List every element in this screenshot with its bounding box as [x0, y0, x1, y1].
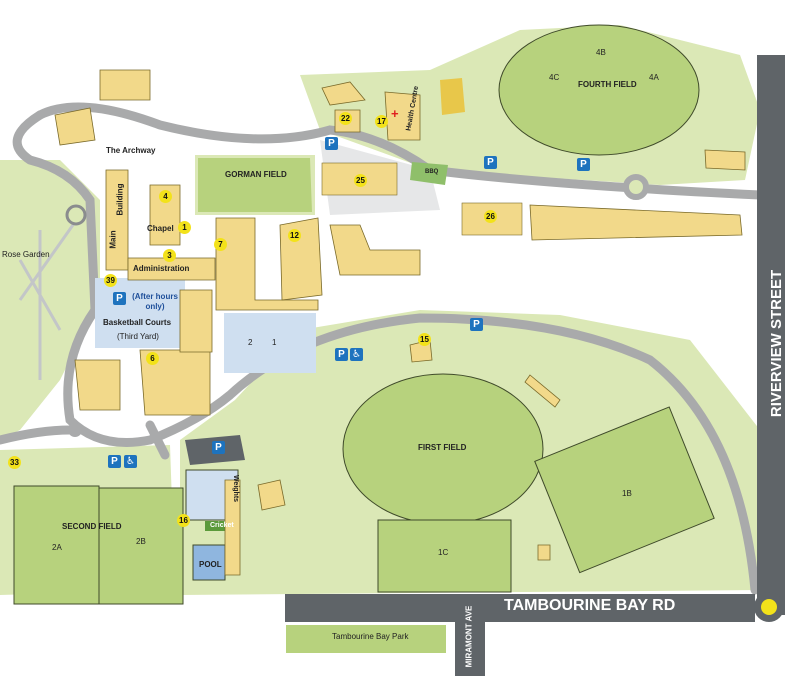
building-northwest-1 [99, 69, 151, 101]
pool-water [192, 544, 226, 581]
path-archway [145, 420, 170, 460]
parking-icon[interactable]: P [577, 158, 590, 171]
bbq-label: BBQ [425, 169, 439, 175]
marker-7[interactable]: 7 [214, 238, 227, 251]
administration-label: Administration [133, 264, 190, 273]
admin-link [127, 257, 216, 281]
road-roundabout-island [761, 599, 777, 615]
basketball-courts-label: Basketball Courts [103, 318, 172, 327]
marker-3[interactable]: 3 [163, 249, 176, 262]
parking-icon[interactable]: P [484, 156, 497, 169]
red-cross-icon: + [391, 106, 399, 121]
after-hours-label: (After hours only) [132, 292, 178, 311]
gorman-field-shape [198, 158, 312, 212]
the-archway-label: The Archway [106, 146, 156, 155]
road-riverview [757, 55, 785, 615]
building-7 [215, 217, 319, 311]
field-code-4a: 4A [649, 73, 659, 82]
marker-26[interactable]: 26 [484, 210, 497, 223]
field-code-1b: 1B [622, 489, 632, 498]
building-archway-west [54, 107, 96, 146]
building-27 [704, 149, 746, 171]
gorman-field-label: GORMAN FIELD [225, 170, 287, 179]
tambourine-bay-rd-label: TAMBOURINE BAY RD [504, 597, 676, 614]
building-6b [179, 289, 213, 353]
marker-6[interactable]: 6 [146, 352, 159, 365]
path-roundabout [623, 174, 649, 200]
lawn-west [0, 160, 100, 440]
building-south-1 [257, 479, 286, 511]
building-12 [279, 217, 323, 301]
parking-icon[interactable]: P [108, 455, 121, 468]
wheelchair-icon[interactable]: ♿ [124, 455, 137, 468]
fourth-field-label: FOURTH FIELD [578, 80, 637, 89]
parking-icon[interactable]: P [470, 318, 483, 331]
cricket-strip [205, 521, 239, 531]
weights-label: Weights [232, 474, 240, 503]
parking-icon[interactable]: P [212, 441, 225, 454]
building-26-row [529, 204, 743, 241]
parking-icon[interactable]: P [335, 348, 348, 361]
tambourine-bay-park-label: Tambourine Bay Park [332, 632, 409, 641]
miramont-ave-label: MIRAMONT AVE [464, 605, 474, 668]
field-code-1c: 1C [438, 548, 449, 557]
field-code-4b: 4B [596, 48, 606, 57]
rose-garden-circle [65, 204, 87, 226]
main-building-label-1: Main [108, 230, 118, 249]
marker-33[interactable]: 33 [8, 456, 21, 469]
pool-label: POOL [199, 560, 222, 569]
golden-tree-patch [440, 78, 465, 115]
third-yard-label: (Third Yard) [117, 332, 159, 341]
wheelchair-icon[interactable]: ♿ [350, 348, 363, 361]
field-2b-rect [98, 487, 184, 605]
marker-4[interactable]: 4 [159, 190, 172, 203]
building-south-2 [537, 544, 551, 561]
cricket-label: Cricket [210, 522, 234, 529]
building-east-strip [329, 224, 421, 276]
fourth-field-oval [498, 24, 700, 156]
marker-12[interactable]: 12 [288, 229, 301, 242]
road-tambourine-bay [285, 594, 755, 622]
chapel-building [149, 184, 181, 246]
tambourine-bay-park-strip [286, 625, 446, 653]
courts-1-2 [224, 313, 316, 373]
marker-25[interactable]: 25 [354, 174, 367, 187]
field-code-4c: 4C [549, 73, 560, 82]
building-pool-east [224, 479, 241, 576]
marker-22[interactable]: 22 [339, 112, 352, 125]
field-1c-rect [377, 519, 512, 593]
marker-39[interactable]: 39 [104, 274, 117, 287]
second-field-label: SECOND FIELD [62, 522, 122, 531]
marker-17[interactable]: 17 [375, 115, 388, 128]
marker-15[interactable]: 15 [418, 333, 431, 346]
path-rose-garden [18, 214, 82, 380]
building-north-a [321, 81, 366, 106]
main-building-label-2: Building [115, 183, 125, 216]
court-number-1: 1 [272, 338, 277, 347]
marker-16[interactable]: 16 [177, 514, 190, 527]
first-field-label: FIRST FIELD [418, 443, 467, 452]
basketball-courts-paved [95, 278, 185, 348]
road-miramont [455, 594, 485, 676]
path-roundabout-west [68, 423, 82, 437]
marker-1[interactable]: 1 [178, 221, 191, 234]
building-strip-2 [524, 374, 561, 408]
field-1b-rect [534, 406, 715, 574]
riverview-street-label: RIVERVIEW STREET [768, 269, 786, 418]
field-code-2b: 2B [136, 537, 146, 546]
chapel-label: Chapel [147, 224, 174, 233]
path-left-edge [0, 425, 75, 445]
parking-icon[interactable]: P [113, 292, 126, 305]
building-west-a [74, 359, 121, 411]
bbq-green [410, 162, 448, 185]
parking-icon[interactable]: P [325, 137, 338, 150]
field-code-2a: 2A [52, 543, 62, 552]
path-west-loop [12, 110, 760, 595]
court-number-2: 2 [248, 338, 253, 347]
rose-garden-label: Rose Garden [2, 250, 50, 259]
